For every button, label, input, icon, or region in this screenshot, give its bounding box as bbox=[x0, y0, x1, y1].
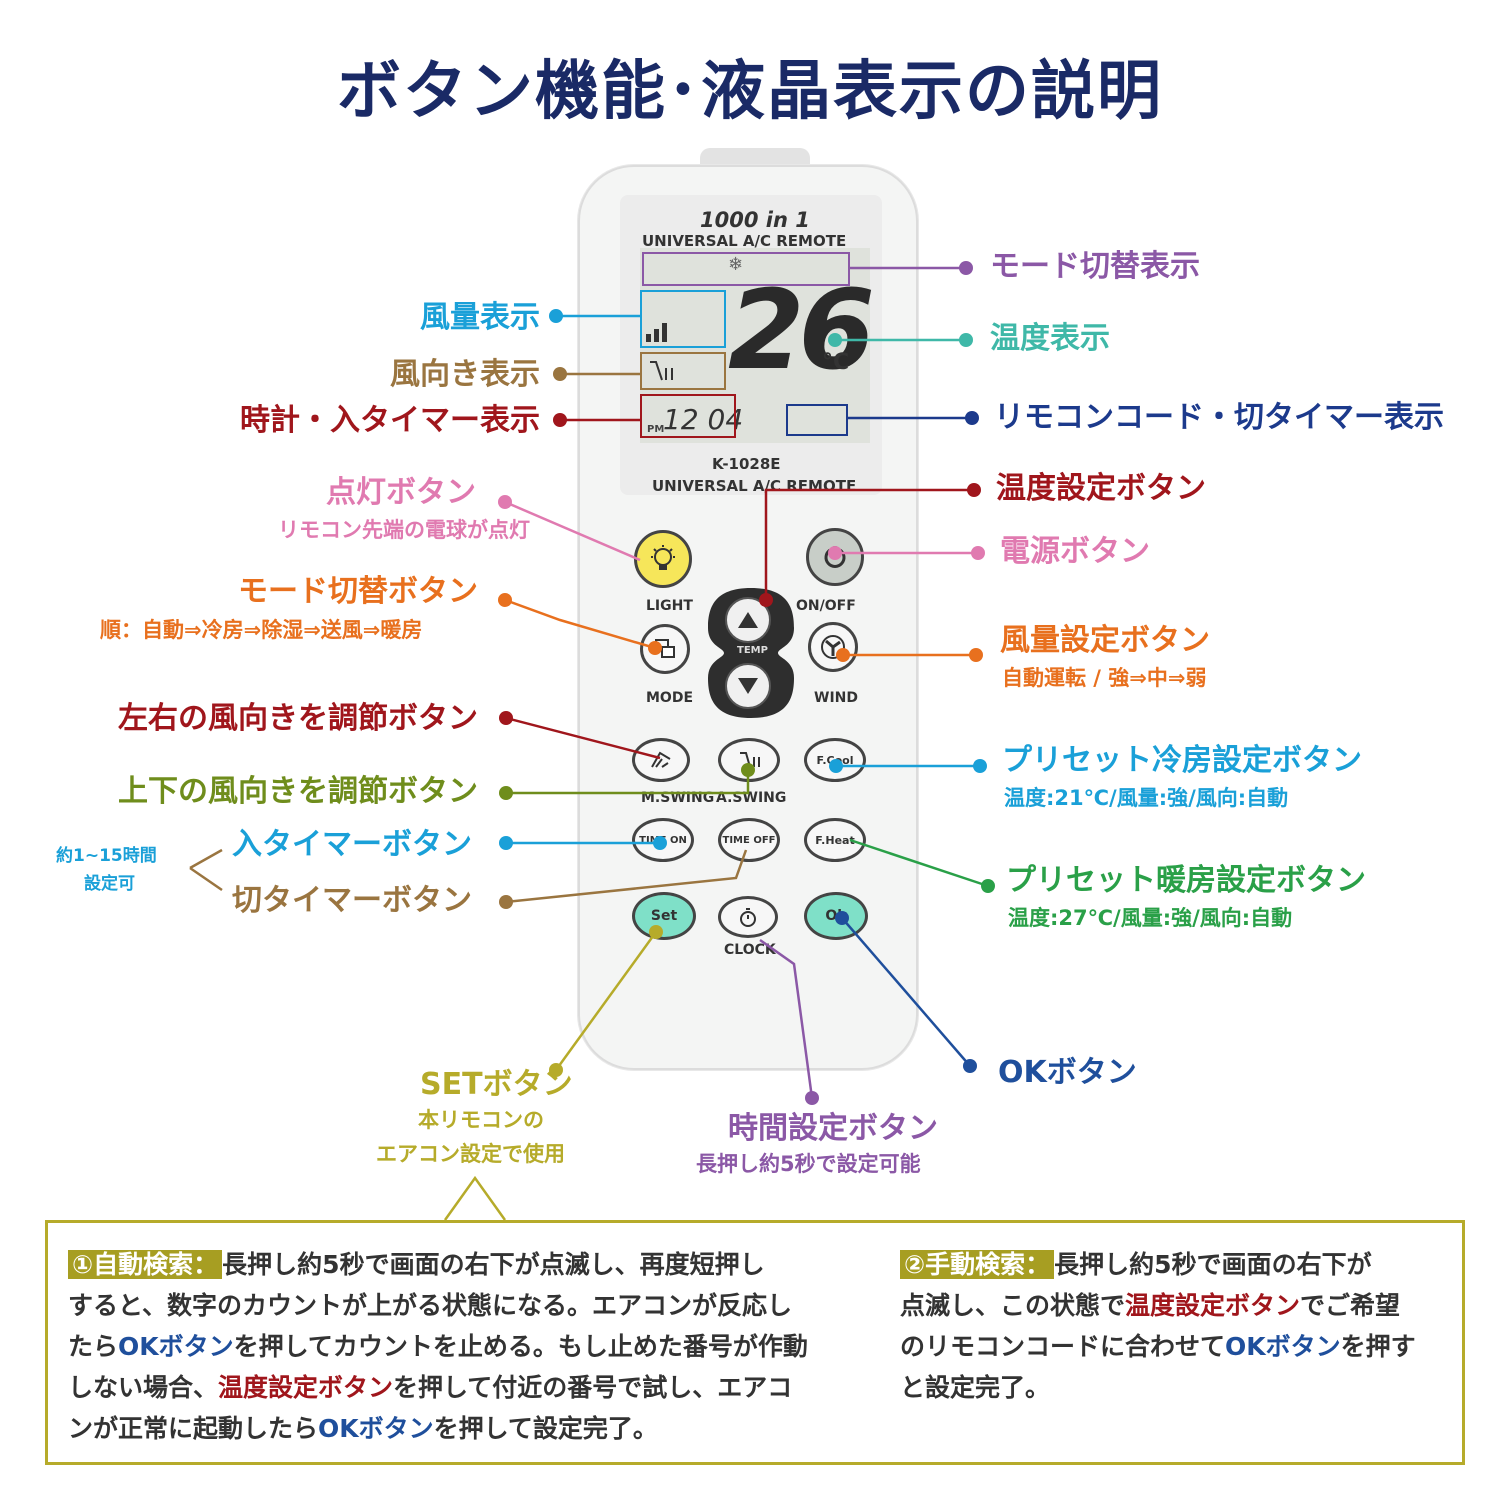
snowflake-icon: ❄ bbox=[728, 254, 744, 275]
page-title: ボタン機能･液晶表示の説明 bbox=[337, 55, 1163, 129]
remote-model: K-1028E bbox=[712, 455, 781, 473]
label-direction-display: 風向き表示 bbox=[390, 357, 540, 392]
manual-ok-highlight: OKボタン bbox=[1225, 1332, 1341, 1361]
label-clock-sub: 長押し約5秒で設定可能 bbox=[696, 1152, 921, 1176]
label-wind-button: 風量設定ボタン bbox=[1000, 623, 1210, 658]
fcool-button[interactable]: F.Cool bbox=[804, 738, 866, 782]
arrow-up-icon bbox=[738, 612, 758, 628]
clock-button[interactable] bbox=[718, 896, 778, 938]
direction-display-box bbox=[640, 352, 726, 390]
label-timer-on: 入タイマーボタン bbox=[232, 827, 472, 862]
swing-direction-icon bbox=[650, 361, 673, 381]
label-preset-cool-sub: 温度:21℃/風量:強/風向:自動 bbox=[1004, 786, 1289, 810]
light-label: LIGHT bbox=[646, 598, 693, 614]
label-clock-button: 時間設定ボタン bbox=[728, 1111, 938, 1146]
label-timer-off: 切タイマーボタン bbox=[232, 883, 472, 918]
lcd-clock: 12 04 bbox=[663, 403, 744, 436]
label-mode-sub: 順：自動⇒冷房⇒除湿⇒送風⇒暖房 bbox=[100, 618, 423, 642]
clock-display-box bbox=[640, 394, 736, 438]
onoff-label: ON/OFF bbox=[796, 598, 856, 614]
clock-label: CLOCK bbox=[724, 942, 776, 958]
manual-search-tag: ②手動検索： bbox=[900, 1250, 1055, 1279]
code-display-box bbox=[786, 404, 848, 436]
horizontal-swing-icon bbox=[651, 751, 671, 768]
lcd-pm: PM bbox=[647, 424, 665, 435]
fheat-button[interactable]: F.Heat bbox=[804, 818, 866, 862]
label-wind-display: 風量表示 bbox=[420, 300, 540, 335]
mode-display-box bbox=[642, 252, 850, 286]
temp-label: TEMP bbox=[737, 645, 768, 656]
arrow-down-icon bbox=[738, 678, 758, 694]
label-clock-display: 時計・入タイマー表示 bbox=[240, 403, 540, 438]
auto-ok-highlight: OKボタン bbox=[118, 1332, 234, 1361]
stopwatch-icon bbox=[740, 908, 756, 927]
instructions-box bbox=[45, 1220, 1465, 1465]
timeoff-button[interactable]: TIME OFF bbox=[718, 818, 780, 862]
bulb-icon bbox=[651, 545, 675, 570]
auto-search-tag: ①自動検索： bbox=[68, 1250, 223, 1279]
label-light-sub: リモコン先端の電球が点灯 bbox=[278, 518, 530, 542]
label-ud-swing: 上下の風向きを調節ボタン bbox=[118, 774, 478, 809]
mode-label: MODE bbox=[646, 690, 694, 706]
temp-down-button[interactable] bbox=[725, 663, 771, 709]
label-set-sub-2: エアコン設定で使用 bbox=[376, 1142, 565, 1166]
light-button[interactable] bbox=[634, 530, 692, 588]
auto-ok-highlight-2: OKボタン bbox=[318, 1414, 434, 1443]
label-timer-note-1: 約1~15時間 bbox=[56, 846, 157, 866]
lcd-temperature: 26 bbox=[728, 266, 875, 394]
remote-brand-universal: UNIVERSAL A/C REMOTE bbox=[642, 232, 847, 250]
label-lr-swing: 左右の風向きを調節ボタン bbox=[118, 701, 478, 736]
vertical-swing-icon bbox=[740, 752, 760, 768]
fan-icon bbox=[821, 635, 845, 659]
label-light-button: 点灯ボタン bbox=[326, 475, 476, 510]
auto-search-note: ①自動検索：長押し約5秒で画面の右下が点滅し、再度短押し すると、数字のカウント… bbox=[68, 1250, 808, 1443]
label-preset-cool: プリセット冷房設定ボタン bbox=[1002, 743, 1362, 778]
wind-button[interactable] bbox=[808, 622, 858, 672]
temp-up-button[interactable] bbox=[725, 597, 771, 643]
label-mode-display: モード切替表示 bbox=[990, 249, 1200, 284]
manual-search-note: ②手動検索：長押し約5秒で画面の右下が 点滅し、この状態で温度設定ボタンでご希望… bbox=[900, 1250, 1416, 1402]
set-button[interactable]: Set bbox=[632, 892, 696, 940]
label-set-sub-1: 本リモコンの bbox=[418, 1108, 544, 1132]
label-preset-heat-sub: 温度:27℃/風量:強/風向:自動 bbox=[1008, 906, 1293, 930]
manual-temp-highlight: 温度設定ボタン bbox=[1125, 1291, 1301, 1320]
wind-display-box bbox=[640, 290, 726, 348]
label-ok-button: OKボタン bbox=[998, 1055, 1137, 1090]
label-wind-sub: 自動運転 / 強⇒中⇒弱 bbox=[1002, 666, 1207, 690]
lcd-temp-unit: °C bbox=[822, 350, 850, 375]
auto-temp-highlight: 温度設定ボタン bbox=[218, 1373, 394, 1402]
mswing-button[interactable] bbox=[632, 738, 690, 782]
label-preset-heat: プリセット暖房設定ボタン bbox=[1006, 863, 1366, 898]
wind-label: WIND bbox=[814, 690, 858, 706]
label-set-button: SETボタン bbox=[420, 1067, 573, 1102]
label-temp-display: 温度表示 bbox=[990, 321, 1110, 356]
wind-bars-icon bbox=[646, 323, 667, 342]
label-power-button: 電源ボタン bbox=[1000, 534, 1150, 569]
label-temp-button: 温度設定ボタン bbox=[996, 471, 1206, 506]
label-timer-note-2: 設定可 bbox=[84, 874, 135, 894]
label-mode-button: モード切替ボタン bbox=[238, 574, 478, 609]
label-code-display: リモコンコード・切タイマー表示 bbox=[994, 400, 1444, 435]
remote-brand-1000: 1000 in 1 bbox=[700, 208, 810, 232]
